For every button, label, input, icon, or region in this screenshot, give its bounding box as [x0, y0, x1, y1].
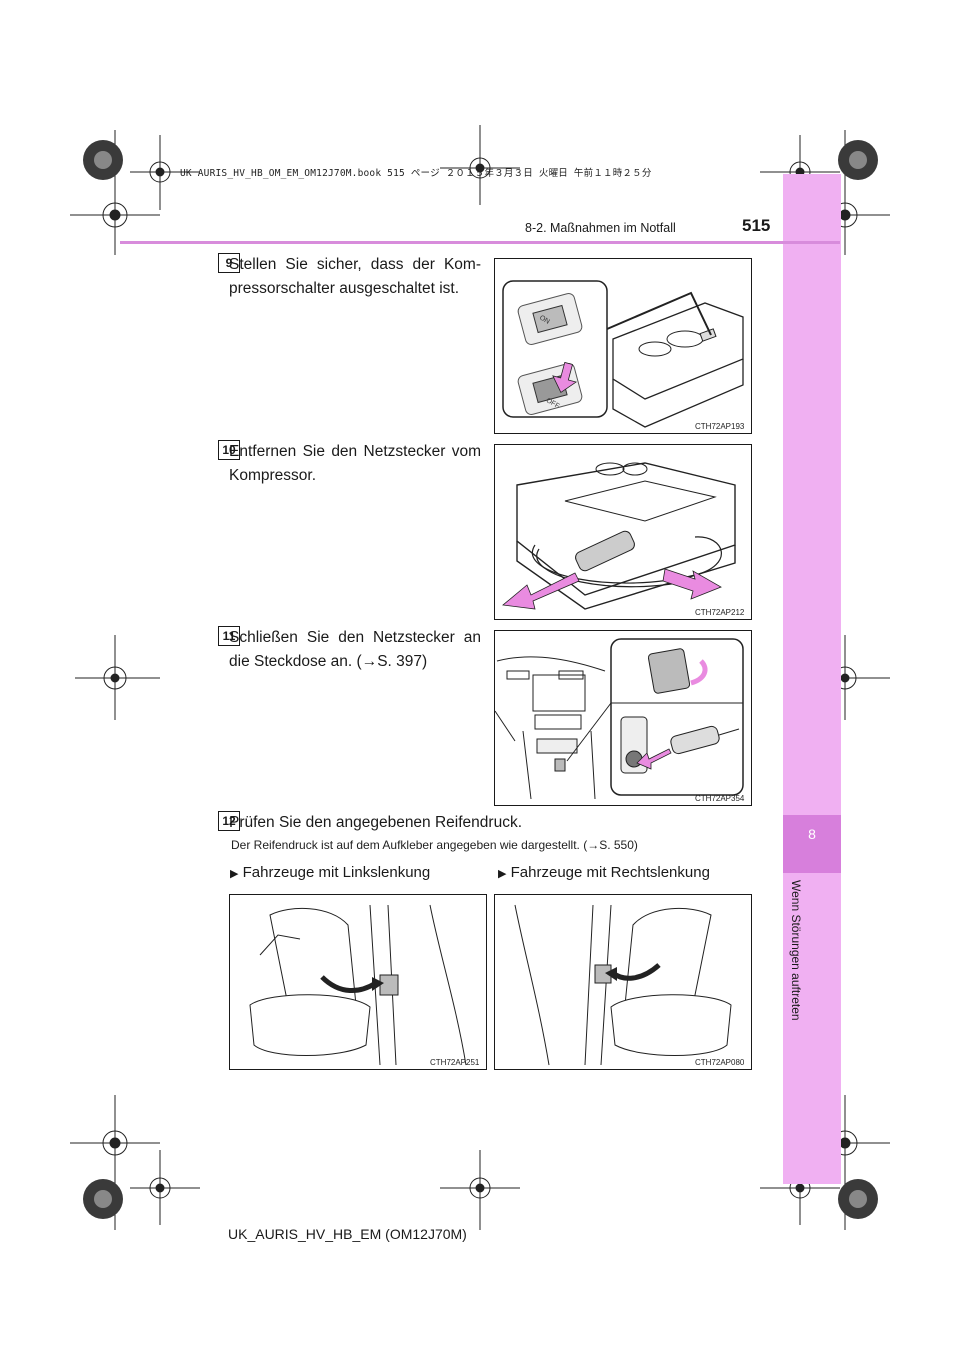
- chapter-marker: [783, 815, 841, 873]
- figure-door-label-lhd: CTH72AP251: [229, 894, 487, 1070]
- door-pillar-label-rhd-illustration: CTH72AP080: [514, 904, 745, 1067]
- variant-left-hand-drive: ▶ Fahrzeuge mit Linkslenkung: [230, 864, 430, 881]
- variant-right-hand-drive: ▶ Fahrzeuge mit Rechtslenkung: [498, 864, 710, 881]
- figure-code: CTH72AP251: [430, 1058, 480, 1067]
- step-text-9: Stellen Sie sicher, dass der Kom-pressor…: [229, 256, 481, 297]
- step-text-12: Prüfen Sie den angegebenen Reifendruck.: [229, 814, 522, 831]
- step-number-11: 11: [218, 626, 240, 646]
- variant-label: Fahrzeuge mit Linkslenkung: [242, 864, 431, 881]
- power-outlet-illustration: CTH72AP354: [495, 638, 745, 803]
- figure-unplug: CTH72AP212: [494, 444, 752, 620]
- step-note: Der Reifendruck ist auf dem Aufkleber an…: [231, 838, 638, 852]
- step-text-10: Entfernen Sie den Netzstecker vom Kompre…: [229, 443, 481, 484]
- figure-code: CTH72AP193: [695, 422, 745, 431]
- step-text-11: Schließen Sie den Netzstecker an die Ste…: [229, 629, 481, 670]
- triangle-bullet-icon: ▶: [498, 868, 507, 880]
- door-pillar-label-lhd-illustration: CTH72AP251: [249, 904, 480, 1067]
- figure-code: CTH72AP080: [695, 1058, 745, 1067]
- figure-code: CTH72AP212: [695, 608, 745, 617]
- figure-door-label-rhd: CTH72AP080: [494, 894, 752, 1070]
- step-number-12: 12: [218, 811, 240, 831]
- side-tab: [783, 174, 841, 1184]
- compressor-switch-illustration: ON OFF CTH72AP193: [502, 280, 745, 431]
- unplug-compressor-illustration: CTH72AP212: [502, 462, 745, 617]
- chapter-number: 8: [808, 826, 816, 842]
- section-title: 8-2. Maßnahmen im Notfall: [525, 221, 676, 235]
- step-number-10: 10: [218, 440, 240, 460]
- variant-label: Fahrzeuge mit Rechtslenkung: [510, 864, 710, 881]
- header-rule: [120, 241, 840, 244]
- page-number: 515: [742, 216, 771, 235]
- model-code: UK_AURIS_HV_HB_EM (OM12J70M): [228, 1226, 467, 1242]
- figure-power-outlet: CTH72AP354: [494, 630, 752, 806]
- figure-code: CTH72AP354: [695, 794, 745, 803]
- print-info-line: UK AURIS_HV_HB_OM_EM_OM12J70M.book 515 ペ…: [180, 168, 652, 179]
- triangle-bullet-icon: ▶: [230, 868, 239, 880]
- chapter-title: Wenn Störungen auftreten: [789, 880, 803, 1021]
- figure-switch-off: ON OFF CTH72AP193: [494, 258, 752, 434]
- step-number-9: 9: [218, 253, 240, 273]
- switch-on-label: ON: [538, 314, 551, 325]
